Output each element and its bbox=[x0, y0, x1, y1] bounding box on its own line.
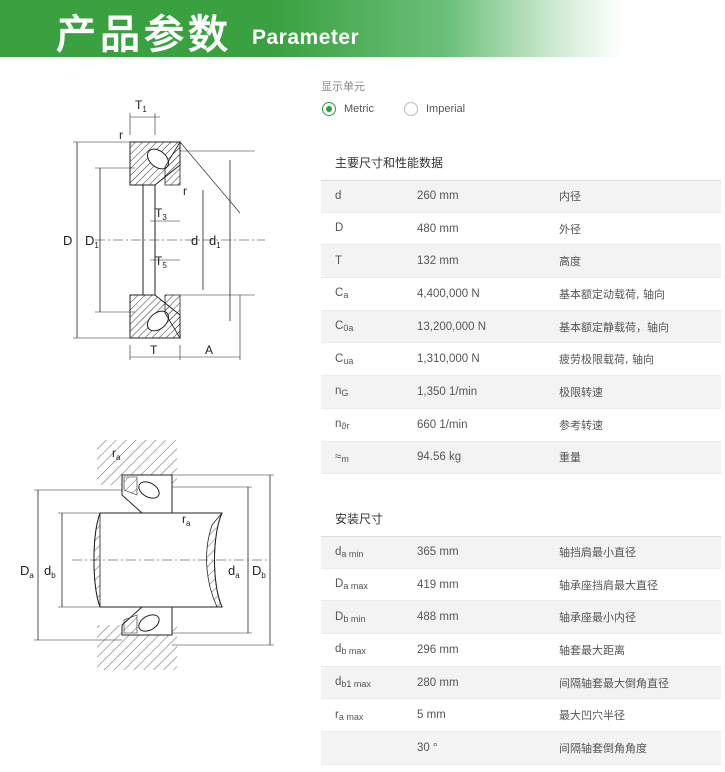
param-value: 660 1/min bbox=[417, 418, 468, 431]
param-value: 480 mm bbox=[417, 222, 459, 235]
table-row: nG 1,350 1/min 极限转速 bbox=[321, 376, 721, 409]
param-description: 高度 bbox=[559, 255, 581, 269]
table-row: ≈m 94.56 kg 重量 bbox=[321, 441, 721, 475]
param-description: 参考转速 bbox=[559, 418, 603, 432]
table-row: Db min 488 mm 轴承座最小内径 bbox=[321, 601, 721, 635]
param-symbol: T bbox=[335, 254, 343, 267]
banner-subtitle: Parameter bbox=[252, 26, 360, 49]
mounting-dimensions-title: 安装尺寸 bbox=[335, 512, 384, 526]
param-symbol: ra max bbox=[335, 708, 364, 722]
main-dimensions-title: 主要尺寸和性能数据 bbox=[335, 156, 444, 170]
bearing-section-diagram: T1 r r D D1 T3 T5 d d1 T A bbox=[55, 95, 285, 370]
param-symbol: db max bbox=[335, 643, 366, 657]
param-description: 基本额定静载荷，轴向 bbox=[559, 320, 669, 334]
param-description: 极限转速 bbox=[559, 385, 603, 399]
param-description: 间隔轴套最大倒角直径 bbox=[559, 676, 669, 690]
param-description: 轴套最大距离 bbox=[559, 643, 625, 657]
label-D1: D1 bbox=[85, 233, 99, 250]
param-symbol: D bbox=[335, 222, 344, 235]
param-description: 疲劳极限载荷, 轴向 bbox=[559, 353, 654, 367]
table-row: d 260 mm 内径 bbox=[321, 180, 721, 213]
param-symbol: da min bbox=[335, 545, 364, 559]
param-value: 1,350 1/min bbox=[417, 385, 478, 398]
param-description: 外径 bbox=[559, 222, 581, 236]
param-symbol: Da max bbox=[335, 578, 368, 592]
param-symbol: nϑr bbox=[335, 418, 350, 432]
param-value: 5 mm bbox=[417, 709, 446, 722]
param-description: 重量 bbox=[559, 451, 581, 465]
radio-selected-icon[interactable] bbox=[322, 102, 336, 116]
param-description: 轴挡肩最小直径 bbox=[559, 546, 636, 560]
table-row: Ca 4,400,000 N 基本额定动载荷, 轴向 bbox=[321, 278, 721, 311]
label-ra-inner: ra bbox=[182, 512, 191, 528]
label-da: da bbox=[228, 563, 240, 580]
param-value: 94.56 kg bbox=[417, 451, 462, 464]
label-t1: T1 bbox=[135, 98, 147, 114]
param-value: 280 mm bbox=[417, 676, 459, 689]
radio-imperial[interactable]: Imperial bbox=[404, 102, 465, 116]
param-symbol: Ca bbox=[335, 287, 349, 301]
label-d: d bbox=[191, 233, 198, 248]
label-T3: T3 bbox=[155, 206, 167, 222]
units-label: 显示单元 bbox=[321, 80, 365, 93]
param-symbol: Db min bbox=[335, 610, 366, 624]
param-symbol: db1 max bbox=[335, 676, 371, 690]
param-value: 260 mm bbox=[417, 190, 459, 203]
radio-metric-label: Metric bbox=[344, 103, 374, 115]
label-T5: T5 bbox=[155, 254, 167, 270]
param-symbol: Cua bbox=[335, 352, 354, 366]
label-db: db bbox=[44, 563, 56, 580]
main-dimensions-table: d 260 mm 内径 D 480 mm 外径 T 132 mm 高度 Ca 4,400,000 N… bbox=[321, 180, 721, 475]
label-r-top: r bbox=[119, 128, 123, 142]
param-symbol: C0a bbox=[335, 320, 354, 334]
table-row: T 132 mm 高度 bbox=[321, 245, 721, 279]
header-banner: 产品参数 Parameter bbox=[0, 0, 725, 58]
param-symbol: ≈m bbox=[335, 450, 349, 464]
table-row: C0a 13,200,000 N 基本额定静载荷，轴向 bbox=[321, 310, 721, 344]
label-Db: Db bbox=[252, 563, 266, 580]
label-D: D bbox=[63, 233, 72, 248]
param-description: 内径 bbox=[559, 190, 581, 204]
label-Da: Da bbox=[20, 563, 34, 580]
mounting-diagram: ra ra Da db da Db bbox=[12, 435, 282, 675]
table-row: db1 max 280 mm 间隔轴套最大倒角直径 bbox=[321, 666, 721, 700]
param-value: 132 mm bbox=[417, 255, 459, 268]
param-description: 基本额定动载荷, 轴向 bbox=[559, 287, 665, 301]
label-T: T bbox=[150, 343, 158, 357]
param-value: 13,200,000 N bbox=[417, 320, 487, 333]
param-value: 296 mm bbox=[417, 643, 459, 656]
table-row: db max 296 mm 轴套最大距离 bbox=[321, 634, 721, 667]
label-ra-top: ra bbox=[112, 446, 121, 462]
param-symbol: d bbox=[335, 189, 342, 202]
table-row: D 480 mm 外径 bbox=[321, 213, 721, 246]
label-r-inner: r bbox=[183, 184, 187, 198]
radio-unselected-icon[interactable] bbox=[404, 102, 418, 116]
param-description: 轴承座最小内径 bbox=[559, 611, 636, 625]
radio-imperial-label: Imperial bbox=[426, 103, 466, 115]
label-d1: d1 bbox=[209, 233, 221, 250]
param-value: 4,400,000 N bbox=[417, 287, 480, 300]
table-row: 30 ° 间隔轴套倒角角度 bbox=[321, 732, 721, 765]
param-value: 488 mm bbox=[417, 611, 459, 624]
table-row: Da max 419 mm 轴承座挡肩最大直径 bbox=[321, 569, 721, 602]
param-symbol: nG bbox=[335, 385, 349, 399]
banner-title: 产品参数 bbox=[56, 12, 232, 58]
radio-metric[interactable]: Metric bbox=[322, 102, 374, 116]
param-description: 轴承座挡肩最大直径 bbox=[559, 578, 658, 592]
param-value: 1,310,000 N bbox=[417, 353, 480, 366]
table-row: Cua 1,310,000 N 疲劳极限载荷, 轴向 bbox=[321, 343, 721, 377]
param-value: 365 mm bbox=[417, 546, 459, 559]
table-row: ra max 5 mm 最大凹穴半径 bbox=[321, 699, 721, 733]
param-value: 419 mm bbox=[417, 578, 459, 591]
mounting-dimensions-table: da min 365 mm 轴挡肩最小直径 Da max 419 mm 轴承座挡肩最大直径… bbox=[321, 536, 721, 765]
table-row: nϑr 660 1/min 参考转速 bbox=[321, 409, 721, 442]
label-A: A bbox=[205, 343, 213, 357]
param-value: 30 ° bbox=[417, 741, 438, 754]
param-description: 间隔轴套倒角角度 bbox=[559, 741, 647, 755]
table-row: da min 365 mm 轴挡肩最小直径 bbox=[321, 536, 721, 569]
param-description: 最大凹穴半径 bbox=[559, 709, 625, 723]
